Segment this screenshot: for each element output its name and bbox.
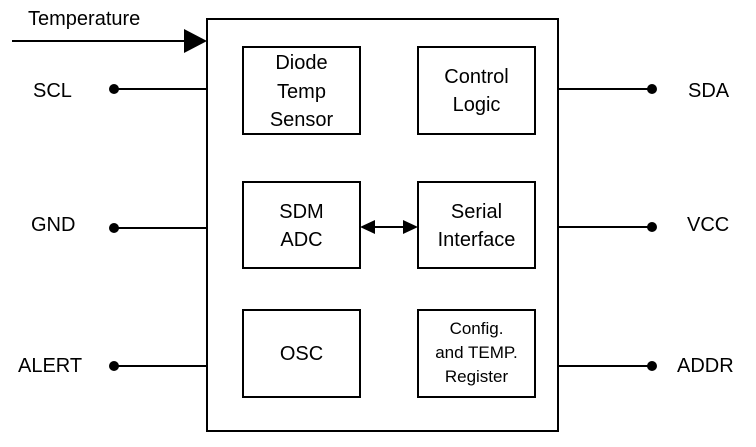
- pin-dot-icon: [109, 84, 119, 94]
- block-control-logic: Control Logic: [417, 46, 536, 135]
- block-line: Config.: [450, 319, 504, 338]
- temperature-label: Temperature: [28, 8, 140, 30]
- block-line: Sensor: [270, 109, 334, 131]
- block-serial-interface: Serial Interface: [417, 181, 536, 269]
- block-line: Temp: [277, 81, 326, 103]
- pin-label-gnd: GND: [31, 214, 75, 236]
- pin-sda: SDA: [558, 80, 730, 102]
- arrow-left-icon: [360, 220, 375, 234]
- pin-label-scl: SCL: [33, 80, 72, 102]
- block-diode-temp-sensor: Diode Temp Sensor: [242, 46, 361, 135]
- pin-gnd: GND: [31, 214, 207, 236]
- pin-dot-icon: [109, 223, 119, 233]
- pin-dot-icon: [647, 84, 657, 94]
- pin-dot-icon: [109, 361, 119, 371]
- block-osc: OSC: [242, 309, 361, 398]
- arrow-right-icon: [403, 220, 418, 234]
- pin-dot-icon: [647, 222, 657, 232]
- pin-label-vcc: VCC: [687, 214, 729, 236]
- block-line: ADC: [280, 229, 322, 251]
- block-line: OSC: [280, 343, 323, 365]
- pin-label-sda: SDA: [688, 80, 730, 102]
- pin-label-alert: ALERT: [18, 355, 82, 377]
- block-line: and TEMP.: [435, 343, 518, 362]
- temperature-arrow-icon: [184, 29, 207, 53]
- block-line: Interface: [438, 229, 516, 251]
- block-config-register: Config. and TEMP. Register: [417, 309, 536, 398]
- pin-scl: SCL: [33, 80, 207, 102]
- pin-dot-icon: [647, 361, 657, 371]
- pin-vcc: VCC: [558, 214, 729, 236]
- block-line: SDM: [279, 201, 323, 223]
- block-line: Register: [445, 367, 509, 386]
- pin-alert: ALERT: [18, 355, 207, 377]
- block-line: Serial: [451, 201, 502, 223]
- block-line: Logic: [453, 94, 501, 116]
- block-line: Control: [444, 66, 508, 88]
- block-line: Diode: [275, 52, 327, 74]
- pin-label-addr: ADDR: [677, 355, 734, 377]
- block-sdm-adc: SDM ADC: [242, 181, 361, 269]
- adc-serial-connection: [360, 220, 418, 234]
- pin-addr: ADDR: [558, 355, 734, 377]
